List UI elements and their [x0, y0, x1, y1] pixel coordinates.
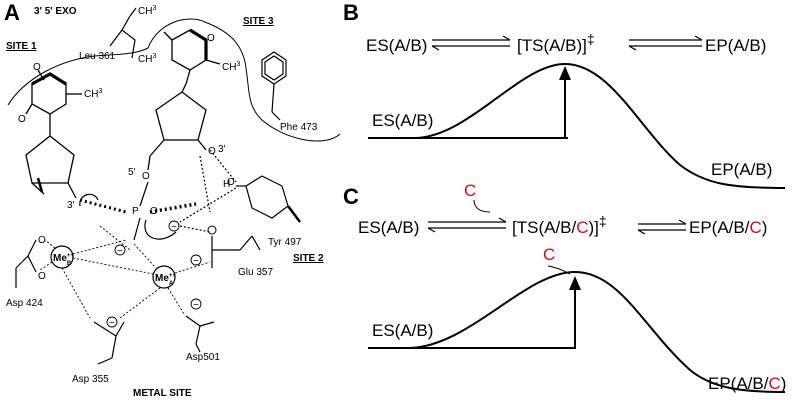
tyr-h: H: [223, 179, 230, 190]
c-modifier-curve-link: [547, 265, 571, 275]
site1-label: SITE 1: [6, 41, 37, 52]
site1-sugar: [25, 128, 77, 199]
c-activation-arrow: [569, 276, 581, 348]
site3-label: SITE 3: [243, 16, 274, 27]
b-equilibrium-arrow-2: [628, 35, 703, 51]
metal-b: Me++B: [50, 245, 74, 269]
b-activation-arrow: [559, 66, 571, 138]
b-curve-end-label: EP(A/B): [711, 160, 772, 179]
tyr497-label: Tyr 497: [268, 237, 302, 248]
asp424-label: Asp 424: [6, 298, 43, 309]
b-ep-label: EP(A/B): [705, 36, 766, 55]
phosphate-group: [79, 181, 197, 241]
b-equilibrium-arrow-1: [431, 35, 511, 51]
c-curve-start-label: ES(A/B): [372, 321, 433, 340]
site3-sugar: [147, 83, 207, 171]
charge-3: −: [193, 256, 199, 267]
site3-base: [163, 28, 221, 85]
site1-ch3: CH3: [84, 88, 102, 100]
charge-2: −: [171, 222, 177, 233]
c-ts-label: [TS(A/B/C)]‡: [512, 213, 607, 237]
leu361-label: Leu 361: [79, 51, 116, 62]
site3-3prime-o: O: [208, 146, 216, 157]
charge-4: −: [109, 318, 115, 329]
glu357-sidechain: [179, 225, 261, 268]
coordination-lines: [39, 225, 211, 319]
asp424-o2: O: [38, 271, 46, 282]
panel-b-letter: B: [343, 0, 359, 25]
glu-o-ring: [207, 225, 217, 235]
svg-text:Me++B: Me++B: [53, 253, 74, 267]
phe473-sidechain: [261, 51, 287, 121]
site1-base: [25, 69, 82, 128]
metal-a: Me++A: [152, 265, 176, 289]
b-ts-label: [TS(A/B)]‡: [517, 31, 595, 55]
panel-b: B ES(A/B) [TS(A/B)]‡ EP(A/B) ES(A/B) EP(…: [343, 0, 786, 189]
c-modifier-top: C: [464, 181, 476, 200]
panel-c-letter: C: [343, 184, 359, 209]
asp424-o1: O: [38, 235, 46, 246]
b-es-label: ES(A/B): [366, 36, 427, 55]
c-modifier-curve: C: [543, 245, 555, 264]
site1-o-top: O: [33, 62, 41, 73]
panel-c: C C ES(A/B) [TS(A/B/C)]‡ EP(A/B/C) C ES(…: [343, 181, 786, 393]
pocket-outline: [7, 18, 341, 142]
tyr-o: O: [227, 177, 235, 188]
site3-ch3: CH3: [222, 61, 240, 73]
site3-3prime: 3': [218, 144, 226, 155]
charge-markers: [106, 220, 202, 328]
asp424-sidechain: [15, 239, 37, 288]
panel-a-letter: A: [4, 0, 20, 25]
b-curve-start-label: ES(A/B): [372, 111, 433, 130]
leu361-sidechain: [109, 7, 137, 59]
b-energy-curve: [368, 62, 786, 189]
site1-3prime: 3': [67, 200, 75, 211]
c-curve-end-label: EP(A/B/C): [708, 374, 786, 393]
panel-a: A 3' 5' EXO SITE 1 SITE 3 SITE 2 METAL S…: [4, 0, 341, 399]
phe473-label: Phe 473: [280, 122, 318, 133]
phosphate-o: O: [150, 206, 158, 217]
c-modifier-top-link: [473, 199, 491, 213]
tyr497-sidechain: [179, 149, 301, 223]
site2-label: SITE 2: [293, 253, 324, 264]
asp501-sidechain: [185, 315, 215, 353]
phosphorus-atom: P: [132, 206, 139, 217]
asp355-sidechain: [93, 321, 125, 365]
asp501-label: Asp501: [186, 352, 220, 363]
leu-ch3-b: CH3: [138, 53, 156, 65]
site3-5prime: 5': [128, 167, 136, 178]
c-ep-label: EP(A/B/C): [689, 218, 767, 237]
leu-ch3-a: CH3: [138, 5, 156, 17]
site1-o-left: O: [18, 114, 26, 125]
site3-5prime-o: O: [142, 171, 150, 182]
asp355-label: Asp 355: [72, 374, 109, 385]
exo-label: 3' 5' EXO: [34, 6, 77, 17]
c-equilibrium-arrow-1: [427, 217, 507, 233]
c-es-label: ES(A/B): [358, 218, 419, 237]
c-equilibrium-arrow-2: [637, 219, 687, 235]
site3-o: O: [207, 33, 215, 44]
c-energy-curve: [368, 270, 786, 393]
glu357-label: Glu 357: [238, 267, 273, 278]
charge-5: −: [193, 300, 199, 311]
metal-site-label: METAL SITE: [133, 388, 192, 399]
charge-1: −: [117, 246, 123, 257]
svg-text:Me++A: Me++A: [155, 273, 176, 287]
